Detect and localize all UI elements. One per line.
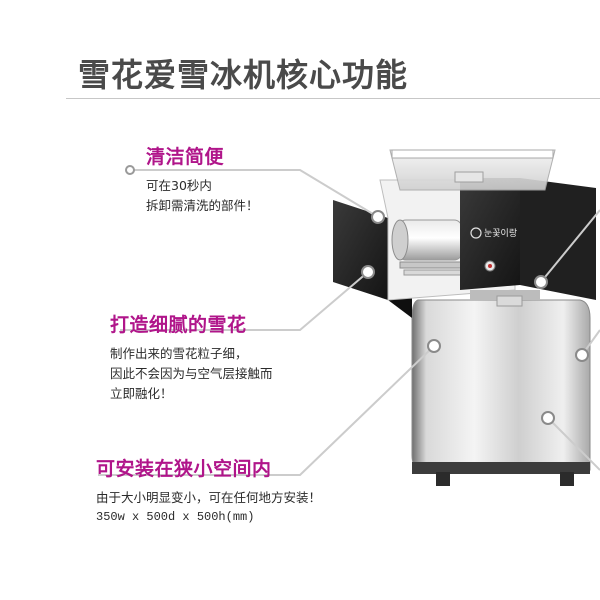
- front-control-panel: [460, 178, 520, 290]
- feature-compact-install-text: 由于大小明显变小，可在任何地方安装！ 350w x 500d x 500h(mm…: [96, 488, 321, 526]
- feature-fine-snowflakes: 打造细腻的雪花: [110, 310, 247, 337]
- dimensions-spec: 350w x 500d x 500h(mm): [96, 510, 255, 524]
- transparent-hopper: [389, 149, 556, 191]
- feature-heading: 打造细腻的雪花: [110, 314, 247, 336]
- feature-heading: 可安装在狭小空间内: [96, 458, 272, 480]
- feature-description-line: 由于大小明显变小，可在任何地方安装！: [96, 490, 322, 505]
- feature-description-line: 制作出来的雪花粒子细，: [110, 346, 248, 361]
- feature-description-line: 因此不会因为与空气层接触而: [110, 366, 273, 381]
- feature-description-line: 可在30秒内: [146, 178, 212, 193]
- page-title: 雪花爱雪冰机核心功能: [78, 56, 409, 94]
- callout-lines: [98, 169, 600, 476]
- callout-markers: [125, 165, 589, 425]
- feature-easy-cleaning: 清洁简便: [146, 142, 224, 169]
- feature-easy-cleaning-text: 可在30秒内 拆卸需清洗的部件！: [146, 176, 259, 216]
- feature-heading: 清洁简便: [146, 146, 225, 168]
- feature-fine-snowflakes-text: 制作出来的雪花粒子细， 因此不会因为与空气层接触而 立即融化！: [110, 344, 273, 404]
- cabinet: [411, 299, 591, 486]
- title-divider: [66, 98, 600, 99]
- brand-plate: 눈꽃이랑: [484, 227, 517, 239]
- feature-description-line: 立即融化！: [110, 386, 173, 401]
- ice-roller: [391, 219, 463, 261]
- brand-logo-icon: [470, 227, 482, 239]
- feature-description-line: 拆卸需清洗的部件！: [146, 198, 259, 213]
- feature-compact-install: 可安装在狭小空间内: [96, 454, 272, 481]
